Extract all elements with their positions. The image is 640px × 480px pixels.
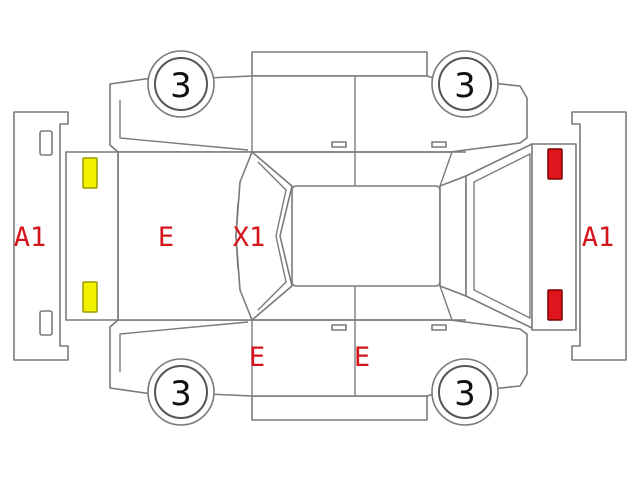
damage-code-front-door-right: E (249, 342, 265, 373)
damage-code-rear-door-right: E (354, 342, 370, 373)
rear-bumper (571, 111, 627, 361)
roof-rail-bottom (251, 395, 428, 421)
damage-code-front-bumper: A1 (14, 222, 47, 253)
wheel-rear-right-code: 3 (454, 374, 476, 414)
wheel-front-left: 3 (147, 50, 215, 118)
roof-rail-top (251, 51, 428, 77)
right-side-panel (109, 319, 528, 397)
wheel-rear-right: 3 (431, 358, 499, 426)
headlight-left (82, 157, 98, 189)
wheel-front-right-code: 3 (170, 374, 192, 414)
damage-code-hood: E (158, 222, 174, 253)
wheel-front-left-code: 3 (170, 66, 192, 106)
car-top-view (65, 143, 577, 331)
headlight-right (82, 281, 98, 313)
wheel-rear-left-code: 3 (454, 66, 476, 106)
damage-code-windshield: X1 (233, 222, 266, 253)
left-side-panel (109, 75, 528, 153)
front-bumper (13, 111, 69, 361)
wheel-rear-left: 3 (431, 50, 499, 118)
taillight-left (547, 148, 563, 180)
taillight-right (547, 289, 563, 321)
damage-code-rear-bumper: A1 (582, 222, 615, 253)
wheel-front-right: 3 (147, 358, 215, 426)
